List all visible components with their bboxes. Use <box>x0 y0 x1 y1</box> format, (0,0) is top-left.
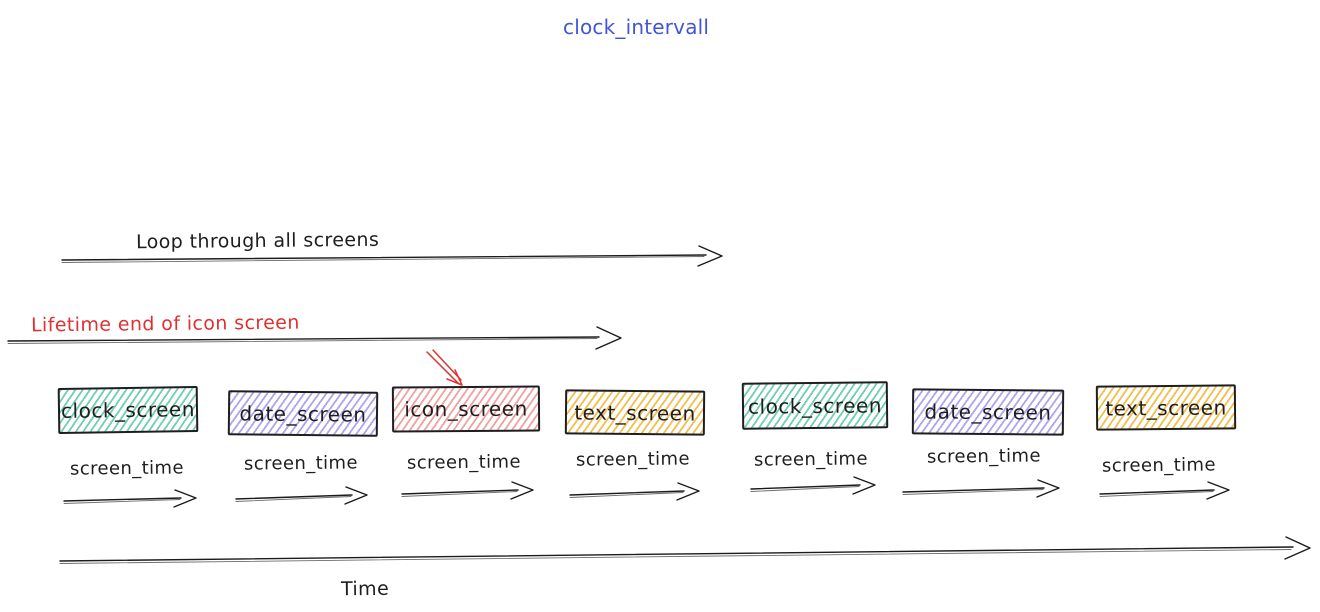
screen-box-text-1: text_screen <box>564 389 706 436</box>
screen-box-text-2: text_screen <box>1095 384 1237 431</box>
screen-time-arrow <box>401 481 534 500</box>
lifetime-end-label: Lifetime end of icon screen <box>30 311 300 337</box>
loop-arrow-label: Loop through all screens <box>135 228 380 254</box>
screen-time-arrow <box>750 476 876 495</box>
lifetime-arrow <box>7 326 622 350</box>
screen-time-arrow <box>569 482 700 501</box>
screen-box-clock-1: clock_screen <box>57 386 199 434</box>
loop-arrow <box>61 245 723 267</box>
screen-time-arrow <box>1099 481 1230 500</box>
screen-box-icon: icon_screen <box>391 385 541 433</box>
screen-time-arrow <box>902 479 1060 498</box>
screen-time-label: screen_time <box>753 448 869 471</box>
screen-time-label: screen_time <box>69 457 185 480</box>
screen-time-label: screen_time <box>1101 454 1217 477</box>
time-axis-label: Time <box>340 577 390 601</box>
screen-time-label: screen_time <box>243 452 359 475</box>
screen-time-label: screen_time <box>575 448 691 471</box>
screen-box-date-2: date_screen <box>911 388 1065 436</box>
icon-screen-pointer-arrow <box>426 349 463 386</box>
screen-box-date-1: date_screen <box>227 390 379 437</box>
screen-time-label: screen_time <box>406 451 522 474</box>
screen-time-arrow <box>235 486 368 505</box>
time-axis-arrow <box>59 536 1311 564</box>
diagram-title: clock_intervall <box>563 15 710 39</box>
screen-time-arrow <box>63 489 197 508</box>
screen-box-clock-2: clock_screen <box>741 381 889 430</box>
screen-time-label: screen_time <box>926 445 1042 468</box>
